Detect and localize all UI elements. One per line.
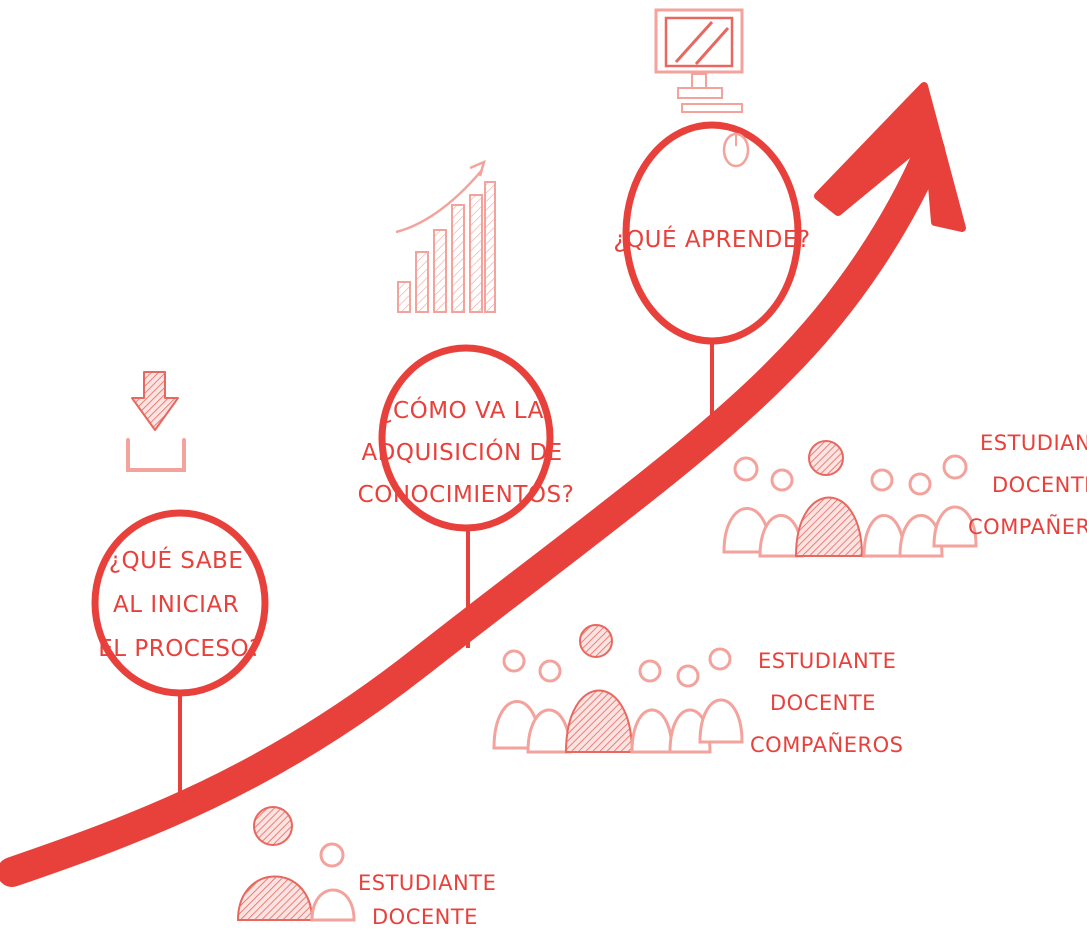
growth-bar-chart-icon (395, 159, 496, 313)
group-1-label-1: ESTUDIANTE (358, 871, 496, 895)
stage-1-question-line-3: EL PROCESO? (98, 636, 262, 662)
growth-arrow-head (814, 82, 966, 232)
stage-3-question-line-1: ¿QUÉ APRENDE? (613, 225, 810, 253)
stage-3-question: ¿QUÉ APRENDE? (613, 225, 810, 253)
growth-arrow (0, 82, 966, 887)
group-3-label-1: ESTUDIANTE (980, 431, 1087, 455)
computer-monitor-icon (654, 8, 750, 168)
participants-group-2 (492, 624, 744, 754)
download-arrow-icon (126, 371, 186, 472)
stage-2-question-line-2: ADQUISICIÓN DE (361, 438, 562, 466)
group-1-label-2: DOCENTE (372, 905, 478, 929)
group-2-label-1: ESTUDIANTE (758, 649, 896, 673)
stage-2-question-line-3: CONOCIMIENTOS? (358, 482, 575, 508)
group-2-label-2: DOCENTE (770, 691, 876, 715)
group-3-label-3: COMPAÑEROS (968, 513, 1087, 539)
participants-group-2-labels: ESTUDIANTE DOCENTE COMPAÑEROS (750, 649, 904, 757)
group-3-label-2: DOCENTE (992, 473, 1087, 497)
growth-arrow-shaft (0, 135, 945, 887)
participants-group-1 (236, 806, 356, 922)
stage-1-question: ¿QUÉ SABE AL INICIAR EL PROCESO? (98, 546, 262, 662)
stage-2-question-line-1: ¿CÓMO VA LA (380, 396, 544, 424)
participants-group-1-labels: ESTUDIANTE DOCENTE (358, 871, 504, 929)
participants-group-3 (722, 440, 978, 558)
stage-1-question-line-1: ¿QUÉ SABE (109, 546, 244, 574)
stage-2-question: ¿CÓMO VA LA ADQUISICIÓN DE CONOCIMIENTOS… (358, 396, 575, 508)
group-2-label-3: COMPAÑEROS (750, 731, 903, 757)
participants-group-3-labels: ESTUDIANTE DOCENTE COMPAÑEROS (968, 431, 1087, 539)
stage-1-circle (91, 509, 269, 697)
stage-3-circle (622, 121, 802, 345)
stage-2-circle (378, 344, 554, 532)
stage-1-question-line-2: AL INICIAR (113, 592, 239, 618)
